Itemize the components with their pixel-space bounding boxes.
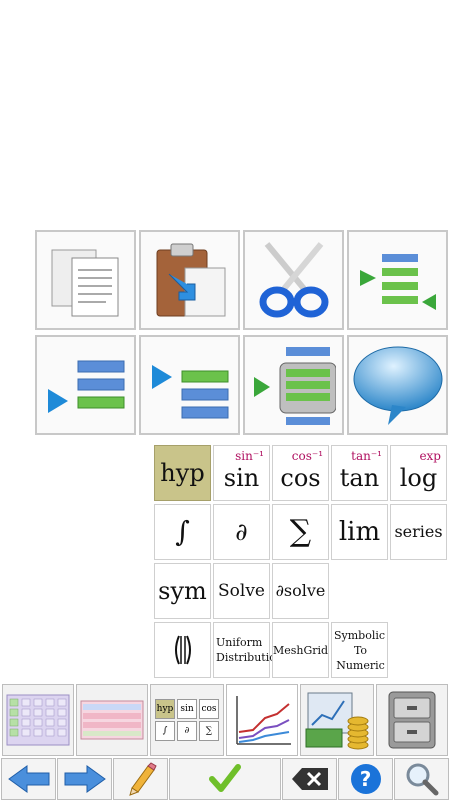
copy-icon	[51, 249, 118, 317]
backspace-icon	[291, 768, 328, 790]
plot-icon	[236, 696, 291, 745]
finance-tab[interactable]	[300, 684, 374, 756]
hyp-label: hyp	[160, 459, 205, 487]
search-icon	[406, 763, 438, 796]
matrix-bracket-icon	[174, 635, 191, 665]
series-label: series	[394, 522, 443, 541]
meshgrid-key[interactable]: MeshGrid	[272, 622, 329, 678]
cut-button[interactable]	[243, 230, 344, 330]
numeric-keypad-tab[interactable]	[2, 684, 74, 756]
paste-button[interactable]	[139, 230, 240, 330]
cos-key[interactable]: cos⁻¹ cos	[272, 445, 329, 501]
uniform-line1: Uniform	[216, 636, 263, 649]
meshgrid-label: MeshGrid	[272, 643, 329, 657]
help-glyph: ?	[359, 767, 372, 791]
mini-key: ∫	[155, 721, 175, 741]
log-key[interactable]: exp log	[390, 445, 447, 501]
select-start-button[interactable]	[35, 335, 136, 435]
copy-button[interactable]	[35, 230, 136, 330]
qwerty-keyboard-tab[interactable]	[76, 684, 148, 756]
dsolve-label: ∂solve	[275, 581, 326, 600]
forward-arrow-icon	[64, 765, 106, 793]
sin-inverse-label: sin⁻¹	[235, 449, 264, 463]
functions-keypad-tab[interactable]: hyp sin cos ∫ ∂ ∑	[150, 684, 224, 756]
select-range-icon	[359, 254, 436, 310]
cut-icon	[259, 242, 328, 318]
edit-button[interactable]	[113, 758, 168, 800]
paste-icon	[156, 243, 225, 317]
lim-label: lim	[338, 517, 381, 547]
help-icon: ?	[350, 764, 381, 794]
mini-key: sin	[177, 699, 197, 719]
mini-key: hyp	[155, 699, 175, 719]
pencil-icon	[128, 762, 157, 796]
storage-cabinet-icon	[388, 691, 436, 749]
solve-key[interactable]: Solve	[213, 563, 270, 619]
log-label: log	[399, 464, 438, 492]
sym-key[interactable]: sym	[154, 563, 211, 619]
mini-key: cos	[199, 699, 219, 719]
back-arrow-icon	[7, 765, 49, 793]
enter-button[interactable]	[169, 758, 281, 800]
help-button[interactable]: ?	[338, 758, 393, 800]
mini-key: ∑	[199, 721, 219, 741]
plot-tab[interactable]	[226, 684, 298, 756]
select-end-button[interactable]	[139, 335, 240, 435]
sum-key[interactable]: ∑	[272, 504, 329, 560]
select-all-icon	[253, 347, 336, 425]
sym-label: sym	[158, 577, 207, 605]
back-button[interactable]	[1, 758, 56, 800]
qwerty-keyboard-icon	[80, 700, 144, 740]
sym2num-line1: Symbolic	[334, 628, 386, 642]
tan-label: tan	[339, 464, 380, 492]
integral-label: ∫	[175, 515, 190, 548]
uniform-distribution-key[interactable]: Uniform Distribution	[213, 622, 283, 678]
cos-label: cos	[280, 464, 321, 492]
symbolic-to-numeric-key[interactable]: Symbolic To Numeric	[331, 622, 388, 678]
integral-key[interactable]: ∫	[154, 504, 211, 560]
tan-key[interactable]: tan⁻¹ tan	[331, 445, 388, 501]
comment-icon	[353, 346, 442, 425]
comment-button[interactable]	[347, 335, 448, 435]
mini-key: ∂	[177, 721, 197, 741]
solve-label: Solve	[218, 580, 265, 601]
sym2num-line2: To Numeric	[336, 643, 385, 672]
sum-label: ∑	[289, 514, 312, 549]
select-all-button[interactable]	[243, 335, 344, 435]
forward-button[interactable]	[57, 758, 112, 800]
numeric-keypad-icon	[6, 694, 70, 746]
sin-key[interactable]: sin⁻¹ sin	[213, 445, 270, 501]
lim-key[interactable]: lim	[331, 504, 388, 560]
storage-tab[interactable]	[376, 684, 448, 756]
backspace-button[interactable]	[282, 758, 337, 800]
select-start-icon	[47, 360, 124, 413]
hyp-key[interactable]: hyp	[154, 445, 211, 501]
dsolve-key[interactable]: ∂solve	[272, 563, 329, 619]
select-end-icon	[151, 365, 228, 419]
search-button[interactable]	[394, 758, 449, 800]
tan-inverse-label: tan⁻¹	[351, 449, 382, 463]
functions-keypad-icon: hyp sin cos ∫ ∂ ∑	[155, 699, 219, 741]
checkmark-icon	[209, 764, 241, 792]
series-key[interactable]: series	[390, 504, 447, 560]
finance-icon	[305, 692, 369, 750]
select-range-button[interactable]	[347, 230, 448, 330]
cos-inverse-label: cos⁻¹	[291, 449, 323, 463]
sin-label: sin	[223, 464, 260, 492]
partial-key[interactable]: ∂	[213, 504, 270, 560]
exp-label: exp	[419, 449, 441, 463]
uniform-line2: Distribution	[216, 651, 283, 664]
matrix-key[interactable]	[154, 622, 211, 678]
partial-label: ∂	[235, 518, 248, 546]
